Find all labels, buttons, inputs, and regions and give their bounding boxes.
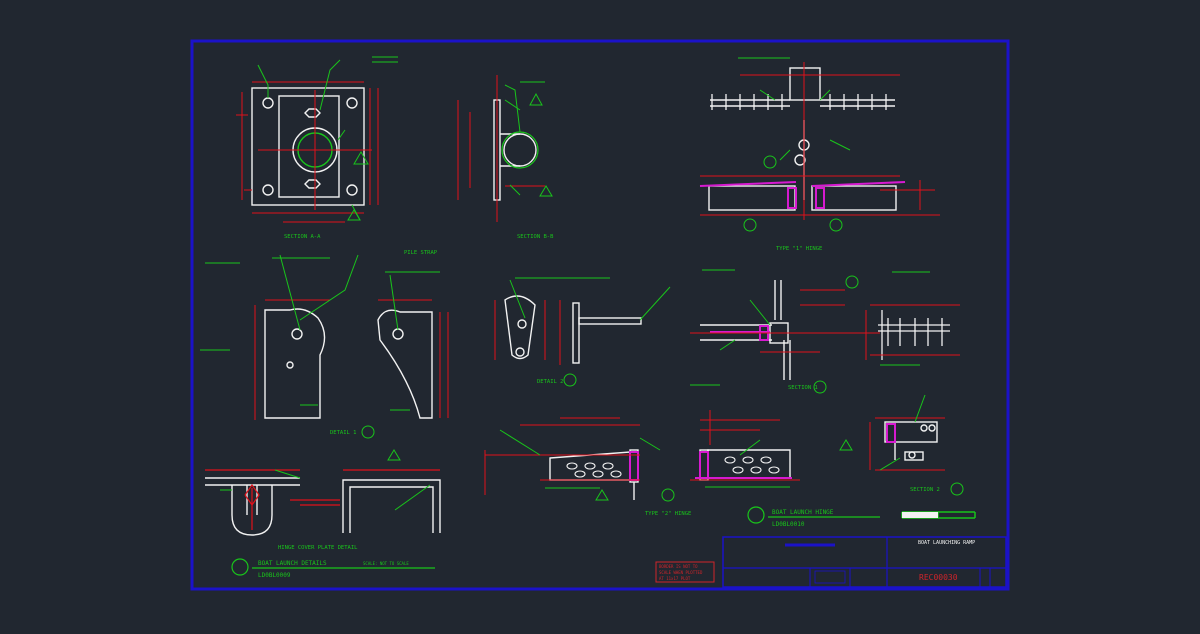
launch-hinge-title: BOAT LAUNCH HINGE LD0BL0010	[747, 506, 880, 528]
launch-hinge-heading: BOAT LAUNCH HINGE	[772, 509, 834, 516]
title-block-drawing-number: REC00030	[919, 573, 958, 582]
stamp-line-1: BORDER IS NOT TO	[659, 564, 698, 569]
type1-hinge-label: TYPE "1" HINGE	[776, 246, 822, 252]
title-block-project: BOAT LAUNCHING RAMP	[918, 540, 975, 546]
section-1-view	[690, 275, 960, 394]
view-labels: SECTION A-A PILE STRAP SECTION B-B TYPE …	[278, 234, 940, 551]
plot-stamp: BORDER IS NOT TO SCALE WHEN PLOTTED AT 1…	[655, 561, 715, 583]
annotation-leaders	[200, 56, 930, 489]
section-aa-label: SECTION A-A	[284, 234, 321, 240]
section-1-label: SECTION 1	[788, 385, 818, 391]
detail-2-label: DETAIL 2	[537, 379, 564, 385]
pile-strap-label: PILE STRAP	[404, 250, 438, 256]
launch-details-scale: SCALE: NOT TO SCALE	[363, 561, 409, 566]
detail-2-view	[494, 279, 671, 387]
hinge-cover-plate-view	[205, 469, 441, 536]
detail-1-label: DETAIL 1	[330, 430, 357, 436]
type2-hinge-view	[484, 410, 800, 502]
stamp-line-3: AT 11x17 PLOT	[659, 576, 691, 581]
title-block: BOAT LAUNCHING RAMP REC00030	[722, 536, 1007, 588]
section-2-label: SECTION 2	[910, 487, 940, 493]
launch-details-title: BOAT LAUNCH DETAILS LD0BL0009 SCALE: NOT…	[231, 558, 435, 579]
launch-details-number: LD0BL0009	[258, 572, 291, 579]
hinge-cover-plate-label: HINGE COVER PLATE DETAIL	[278, 545, 358, 551]
type2-hinge-label: TYPE "2" HINGE	[645, 511, 691, 517]
type1-hinge-view	[699, 62, 940, 232]
section-aa-view	[236, 59, 379, 223]
sheet-border	[190, 39, 1010, 591]
detail-1-view	[254, 254, 449, 461]
launch-hinge-number: LD0BL0010	[772, 521, 805, 528]
stamp-line-2: SCALE WHEN PLOTTED	[659, 570, 703, 575]
section-bb-label: SECTION B-B	[517, 234, 554, 240]
pile-strap-view	[457, 75, 553, 222]
section-2-view	[839, 394, 976, 519]
launch-details-heading: BOAT LAUNCH DETAILS	[258, 560, 327, 567]
